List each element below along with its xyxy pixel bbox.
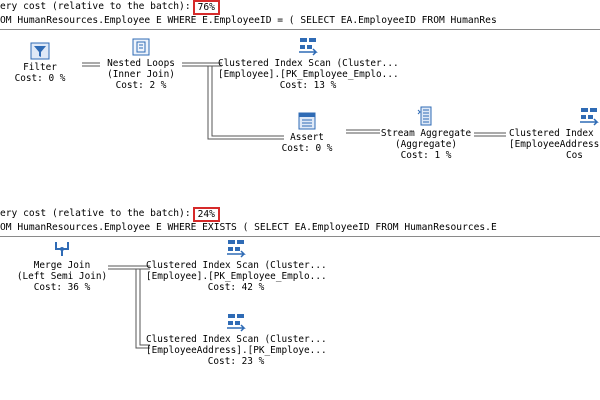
query2-cost-line: ery cost (relative to the batch):24% (0, 206, 220, 222)
query1-sql-text[interactable]: OM HumanResources.Employee E WHERE E.Emp… (0, 15, 497, 26)
merge-join-label: Merge Join (33, 260, 91, 271)
clustered-index-scan-employee-node-2[interactable]: Clustered Index Scan (Cluster... [Employ… (146, 238, 327, 293)
clustered-index-scan-icon (580, 108, 599, 126)
stream-aggregate-label: Stream Aggregate (380, 128, 472, 139)
clustered-index-scan-employee-node[interactable]: Clustered Index Scan (Cluster... [Employ… (218, 36, 399, 91)
query1-separator (0, 29, 600, 30)
ci-scan-employee-2-label: Clustered Index Scan (Cluster... (146, 260, 327, 271)
clustered-index-scan-icon (227, 314, 246, 332)
assert-node[interactable]: Assert Cost: 0 % (276, 112, 338, 154)
nested-loops-node[interactable]: Nested Loops (Inner Join) Cost: 2 % (95, 38, 187, 91)
stream-aggregate-node[interactable]: Stream Aggregate (Aggregate) Cost: 1 % (374, 106, 478, 161)
ci-scan-address-object: [EmployeeAddress (509, 139, 600, 150)
query2-cost-value: 24% (192, 206, 220, 222)
query2-sql-text[interactable]: OM HumanResources.Employee E WHERE EXIST… (0, 222, 497, 233)
merge-join-cost: Cost: 36 % (33, 282, 91, 293)
merge-join-subtype: (Left Semi Join) (16, 271, 108, 282)
stream-aggregate-cost: Cost: 1 % (400, 150, 452, 161)
assert-label: Assert (290, 132, 324, 143)
nested-loops-icon (132, 38, 150, 56)
filter-label: Filter (23, 62, 57, 73)
query1-cost-value: 76% (192, 0, 220, 15)
merge-join-icon (55, 242, 69, 256)
clustered-index-scan-icon (227, 240, 246, 258)
ci-scan-employee-cost: Cost: 13 % (279, 80, 337, 91)
filter-node[interactable]: Filter Cost: 0 % (0, 42, 80, 84)
ci-scan-employee-2-cost: Cost: 42 % (207, 282, 265, 293)
query2-cost-prefix: ery cost (relative to the batch): (0, 208, 191, 219)
ci-scan-employee-2-object: [Employee].[PK_Employee_Emplo... (146, 271, 327, 282)
assert-icon (298, 112, 316, 130)
filter-icon (30, 42, 50, 60)
nested-loops-subtype: (Inner Join) (107, 69, 175, 80)
nested-loops-label: Nested Loops (107, 58, 175, 69)
ci-scan-address-2-object: [EmployeeAddress].[PK_Employe... (146, 345, 327, 356)
ci-scan-address-2-label: Clustered Index Scan (Cluster... (146, 334, 327, 345)
ci-scan-address-label: Clustered Index (509, 128, 594, 139)
ci-scan-address-cost: Cos (566, 150, 583, 161)
ci-scan-employee-label: Clustered Index Scan (Cluster... (218, 58, 399, 69)
query1-cost-line: ery cost (relative to the batch):76% (0, 0, 220, 15)
stream-aggregate-subtype: (Aggregate) (394, 139, 458, 150)
filter-cost: Cost: 0 % (14, 73, 66, 84)
clustered-index-scan-icon (299, 38, 318, 56)
ci-scan-address-2-cost: Cost: 23 % (207, 356, 265, 367)
query1-cost-prefix: ery cost (relative to the batch): (0, 1, 191, 12)
ci-scan-employee-object: [Employee].[PK_Employee_Emplo... (218, 69, 399, 80)
merge-join-node[interactable]: Merge Join (Left Semi Join) Cost: 36 % (14, 240, 110, 293)
stream-aggregate-icon (417, 106, 432, 126)
query2-separator (0, 236, 600, 237)
assert-cost: Cost: 0 % (281, 143, 333, 154)
clustered-index-scan-address-node-2[interactable]: Clustered Index Scan (Cluster... [Employ… (146, 312, 327, 367)
clustered-index-scan-address-node[interactable]: Clustered Index [EmployeeAddress Cos (506, 106, 600, 161)
nested-loops-cost: Cost: 2 % (115, 80, 167, 91)
